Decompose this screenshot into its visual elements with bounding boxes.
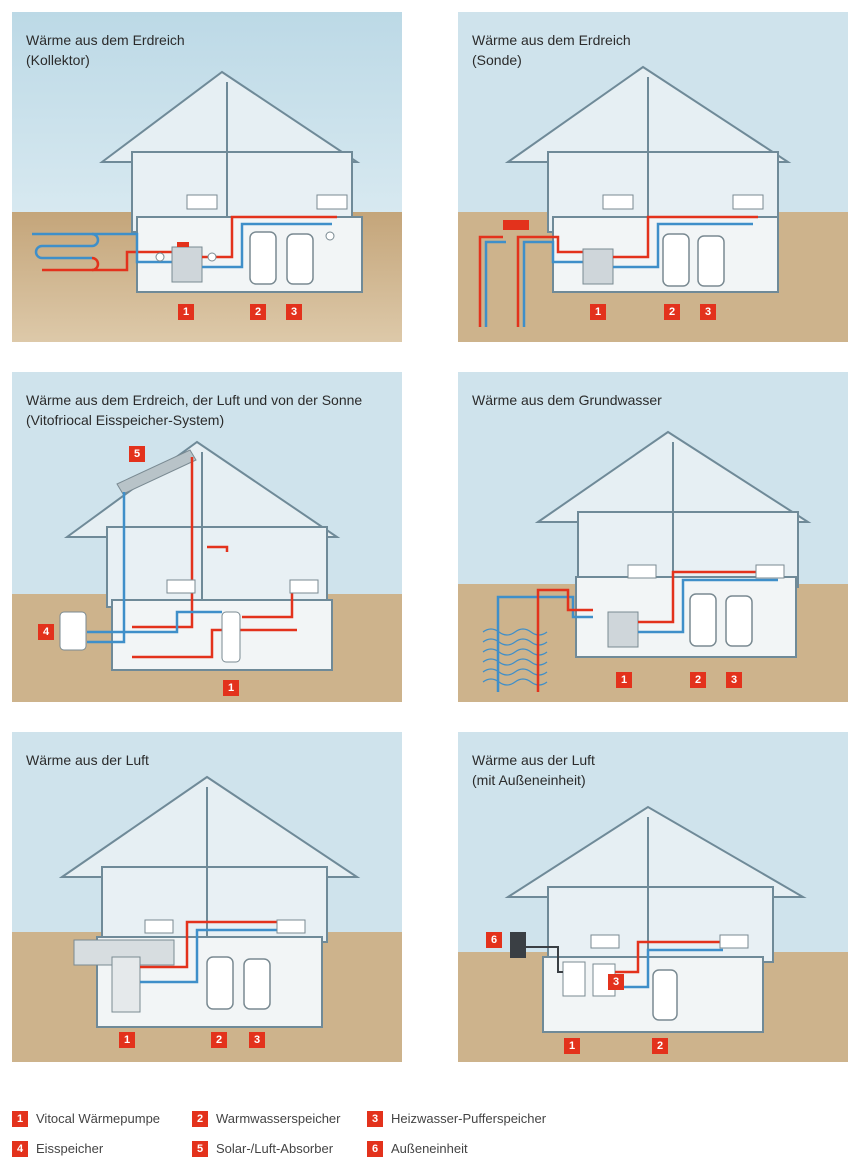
badge-1: 1 [616,672,632,688]
badge-4: 4 [38,624,54,640]
panel-title: Wärme aus dem Erdreich (Sonde) [472,32,631,68]
legend-badge: 4 [12,1141,28,1157]
badge-1: 1 [223,680,239,696]
legend-label: Heizwasser-Pufferspeicher [391,1111,547,1126]
badge-1: 1 [590,304,606,320]
panel-eisspeicher: Wärme aus dem Erdreich, der Luft und von… [12,372,402,702]
legend-badge: 6 [367,1141,383,1157]
badge-1: 1 [119,1032,135,1048]
badge-3: 3 [249,1032,265,1048]
badge-3: 3 [286,304,302,320]
badge-6: 6 [486,932,502,948]
legend-label: Eisspeicher [36,1141,104,1156]
house-diagram-grundwasser [458,372,848,702]
legend-badge: 2 [192,1111,208,1127]
badge-2: 2 [250,304,266,320]
house-diagram-luft [12,732,402,1062]
panel-title: Wärme aus der Luft (mit Außeneinheit) [472,752,595,788]
badge-1: 1 [178,304,194,320]
badge-1: 1 [564,1038,580,1054]
badge-2: 2 [690,672,706,688]
badge-5: 5 [129,446,145,462]
legend-badge: 5 [192,1141,208,1157]
legend-badge: 1 [12,1111,28,1127]
panel-luft-aussen: Wärme aus der Luft (mit Außeneinheit) 6 … [458,732,848,1062]
badge-3: 3 [700,304,716,320]
legend: 1 Vitocal Wärmepumpe 2 Warmwasserspeiche… [12,1110,852,1166]
badge-3: 3 [726,672,742,688]
panel-luft: Wärme aus der Luft 1 2 3 [12,732,402,1062]
panel-kollektor: Wärme aus dem Erdreich (Kollektor) 1 2 3 [12,12,402,342]
legend-label: Solar-/Luft-Absorber [216,1141,334,1156]
panel-title: Wärme aus dem Erdreich (Kollektor) [26,32,185,68]
house-diagram-kollektor [12,12,402,342]
house-diagram-eisspeicher [12,372,402,702]
legend-label: Außeneinheit [391,1141,468,1156]
panel-title: Wärme aus dem Erdreich, der Luft und von… [26,392,363,428]
panel-sonde: Wärme aus dem Erdreich (Sonde) 1 2 3 [458,12,848,342]
panel-grundwasser: Wärme aus dem Grundwasser 1 2 3 [458,372,848,702]
badge-3: 3 [608,974,624,990]
legend-label: Warmwasserspeicher [216,1111,341,1126]
house-diagram-sonde [458,12,848,342]
house-diagram-luft-aussen [458,732,848,1062]
panel-title: Wärme aus dem Grundwasser [472,392,662,408]
badge-2: 2 [211,1032,227,1048]
badge-2: 2 [652,1038,668,1054]
legend-badge: 3 [367,1111,383,1127]
panel-title: Wärme aus der Luft [26,752,149,768]
legend-label: Vitocal Wärmepumpe [36,1111,161,1126]
badge-2: 2 [664,304,680,320]
